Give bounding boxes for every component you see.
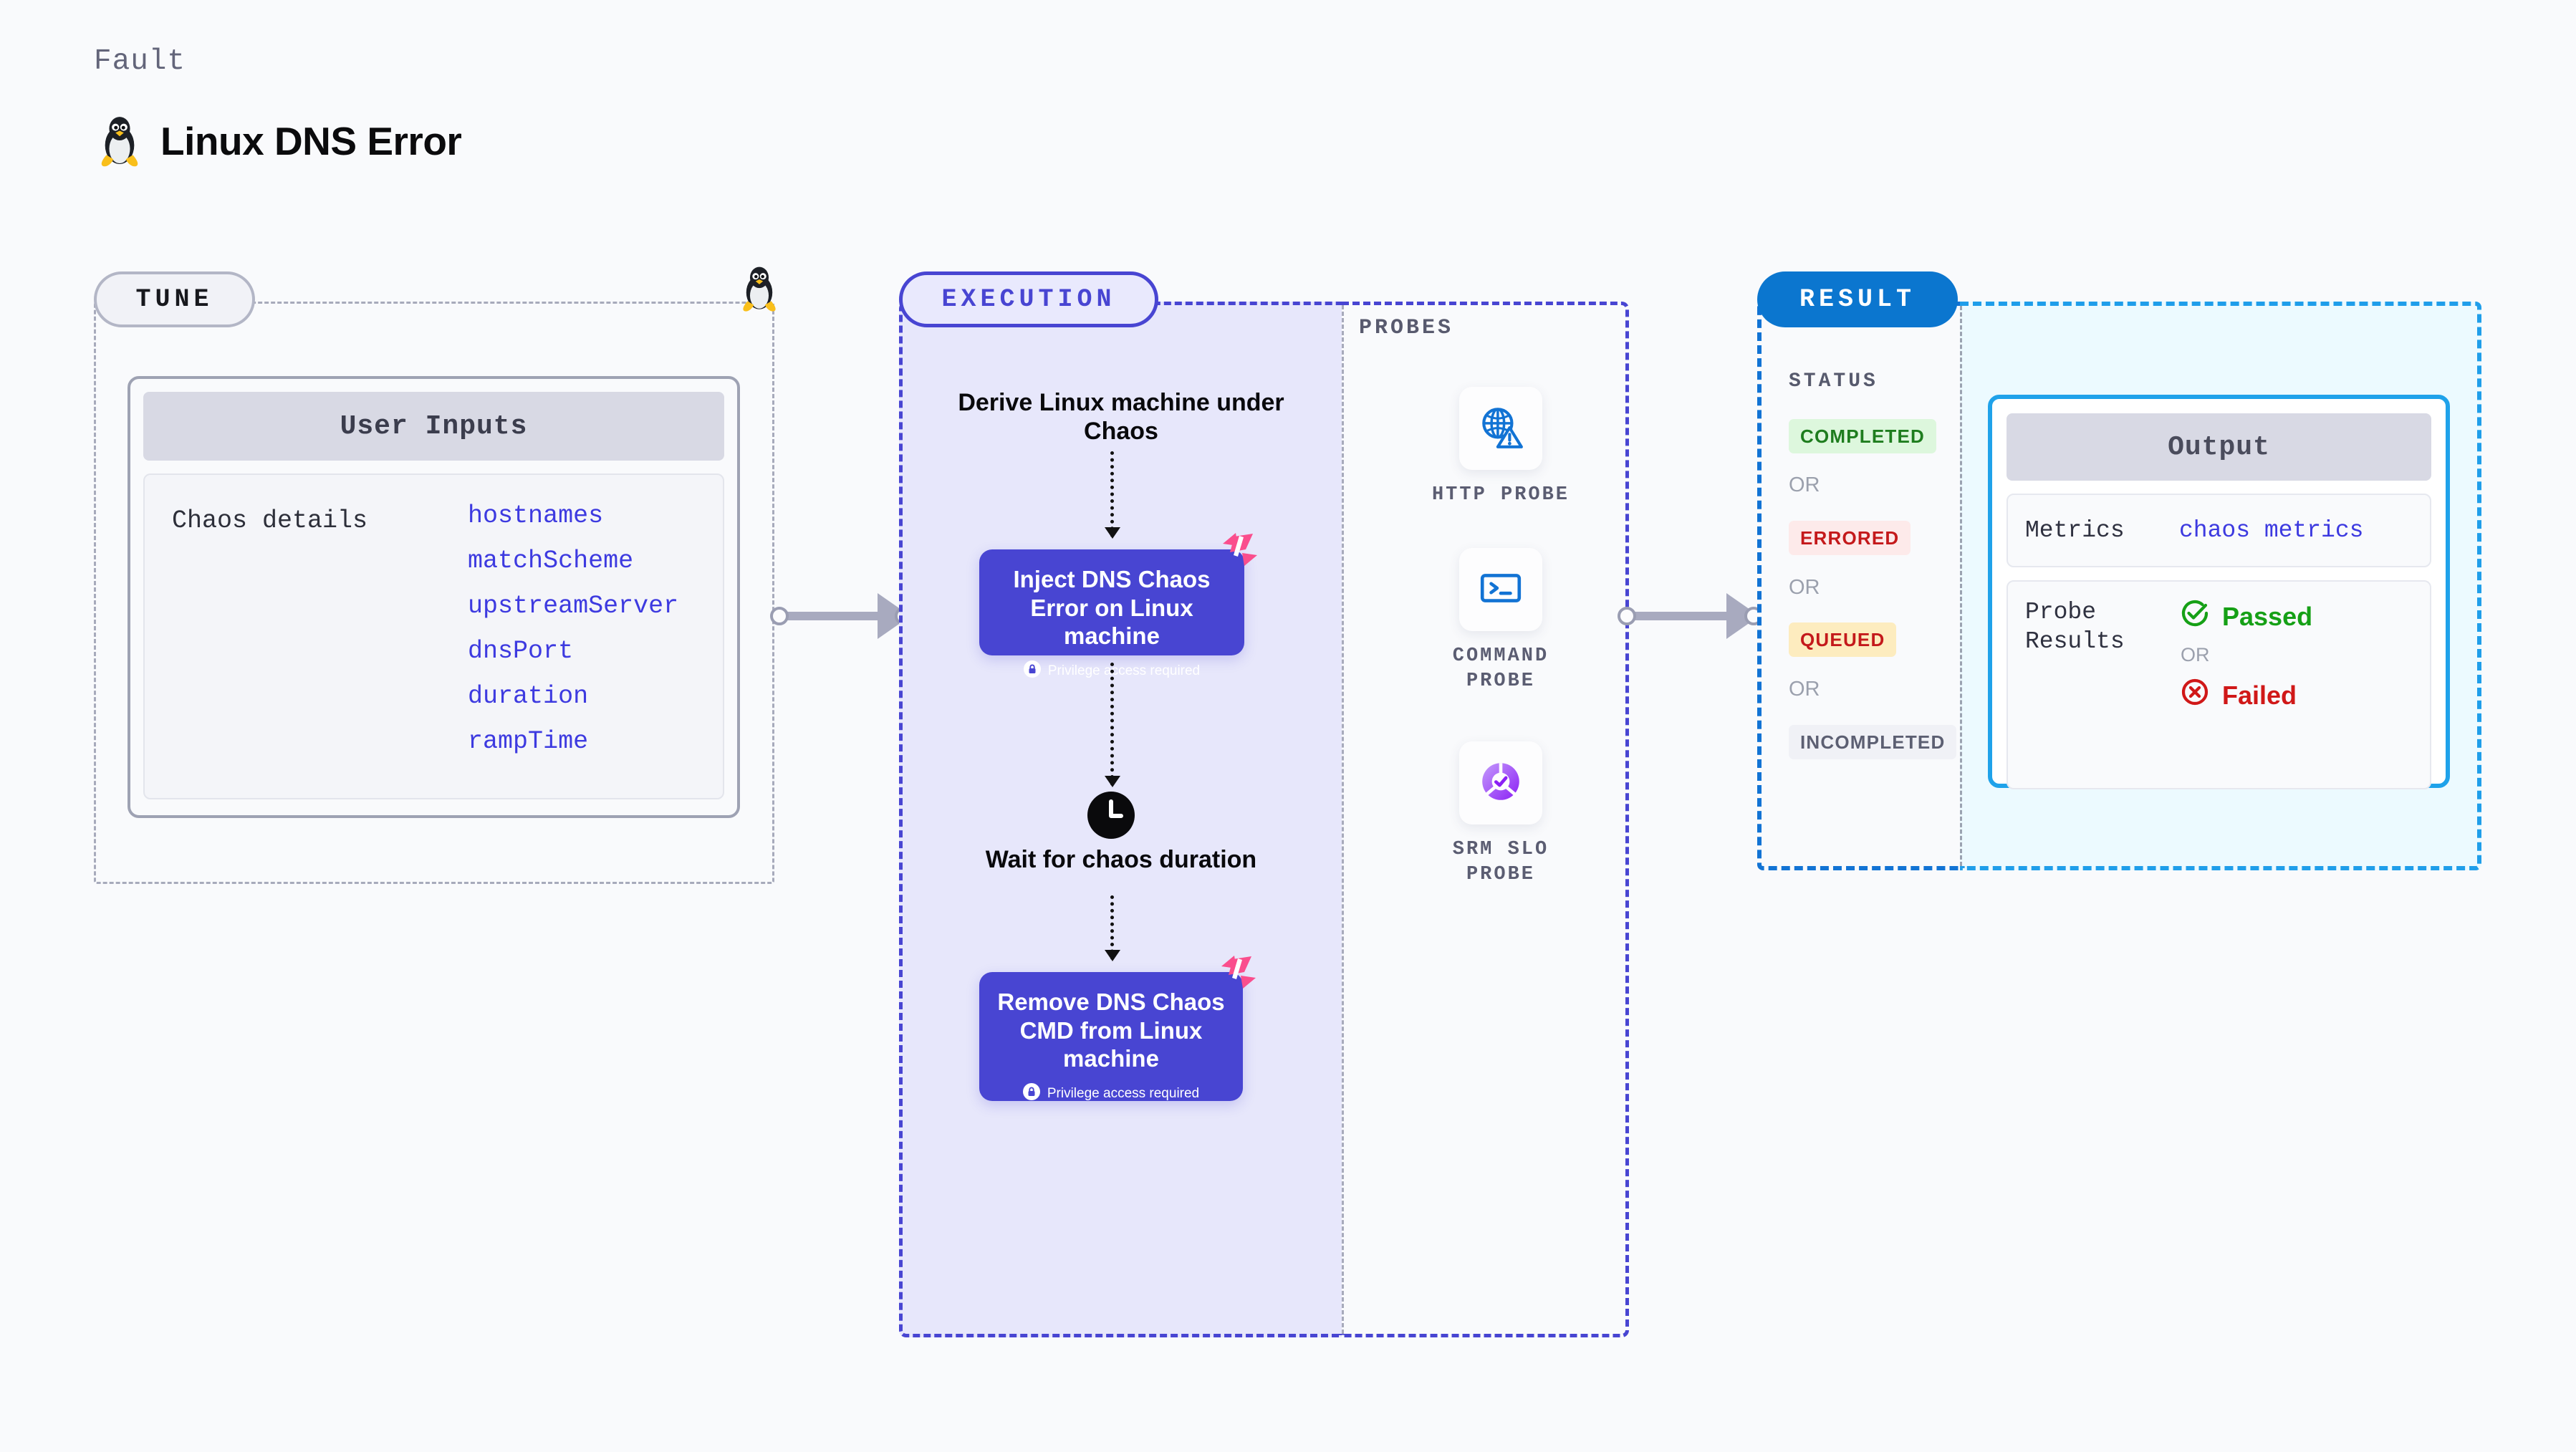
connector-tune-to-execution <box>770 580 913 652</box>
page-title: Linux DNS Error <box>160 119 462 163</box>
probe-item-http[interactable]: HTTP PROBE <box>1418 387 1583 508</box>
harness-logo-icon <box>1219 952 1259 992</box>
tune-stage-pill[interactable]: TUNE <box>94 271 255 327</box>
x-circle-icon <box>2179 676 2211 714</box>
probe-item-command[interactable]: COMMAND PROBE <box>1418 548 1583 694</box>
remove-chaos-privilege-note: Privilege access required <box>992 1082 1230 1105</box>
param-dnsport[interactable]: dnsPort <box>468 637 574 665</box>
output-metrics-key: Metrics <box>2025 516 2125 544</box>
page-title-row: Linux DNS Error <box>97 115 462 168</box>
status-badge-incompleted: INCOMPLETED <box>1789 725 1957 759</box>
status-badge-errored: ERRORED <box>1789 521 1911 555</box>
probes-divider <box>1342 305 1344 1334</box>
terminal-prompt-icon <box>1477 564 1524 615</box>
verdict-or: OR <box>2181 644 2210 665</box>
slo-donut-check-icon <box>1477 758 1524 809</box>
param-duration[interactable]: duration <box>468 682 589 711</box>
clock-icon <box>1085 789 1137 841</box>
flow-arrow-inject-to-wait <box>1105 663 1120 787</box>
output-probe-verdicts: Passed OR Failed <box>2179 597 2312 772</box>
result-divider <box>1960 306 1962 866</box>
status-or-1: OR <box>1789 473 1820 496</box>
user-inputs-card: User Inputs Chaos details hostnames matc… <box>128 376 740 818</box>
output-probe-results-key: Probe Results <box>2025 599 2125 655</box>
inject-chaos-privilege-text: Privilege access required <box>1047 663 1201 678</box>
chaos-details-box: Chaos details hostnames matchScheme upst… <box>143 473 724 799</box>
verdict-failed: Failed <box>2179 676 2312 714</box>
verdict-failed-label: Failed <box>2222 680 2297 710</box>
wait-step-label: Wait for chaos duration <box>985 846 1257 873</box>
param-matchscheme[interactable]: matchScheme <box>468 547 634 575</box>
check-circle-icon <box>2179 597 2211 635</box>
flow-arrow-derive-to-inject <box>1105 451 1120 539</box>
result-stage-pill[interactable]: RESULT <box>1757 271 1958 327</box>
param-ramptime[interactable]: rampTime <box>468 727 589 756</box>
probe-label-command: COMMAND PROBE <box>1452 645 1549 693</box>
derive-step-label: Derive Linux machine under Chaos <box>958 389 1284 446</box>
probe-label-srm-slo: SRM SLO PROBE <box>1452 839 1549 886</box>
linux-penguin-icon <box>97 115 142 168</box>
verdict-passed-label: Passed <box>2222 601 2313 631</box>
inject-chaos-step[interactable]: Inject DNS Chaos Error on Linux machine … <box>979 533 1257 678</box>
harness-logo-icon <box>1220 529 1260 569</box>
verdict-passed: Passed <box>2179 597 2312 635</box>
user-inputs-header: User Inputs <box>143 392 724 461</box>
status-or-2: OR <box>1789 576 1820 599</box>
output-row-probe-results: Probe Results Passed OR <box>2007 580 2431 789</box>
lock-icon <box>1022 1082 1040 1105</box>
probe-tile-srm-slo <box>1459 741 1542 824</box>
output-row-metrics: Metrics chaos metrics <box>2007 494 2431 567</box>
globe-warning-icon <box>1477 403 1524 454</box>
probe-item-srm-slo[interactable]: SRM SLO PROBE <box>1418 741 1583 888</box>
param-hostnames[interactable]: hostnames <box>468 501 604 530</box>
remove-chaos-title: Remove DNS Chaos CMD from Linux machine <box>997 989 1225 1072</box>
tune-linux-penguin-icon <box>739 265 779 312</box>
probes-section-label: PROBES <box>1359 316 1454 340</box>
result-panel <box>1757 302 1960 870</box>
inject-chaos-privilege-note: Privilege access required <box>992 660 1231 682</box>
output-card: Output Metrics chaos metrics Probe Resul… <box>1988 395 2450 789</box>
lock-icon <box>1023 660 1041 682</box>
status-badge-queued: QUEUED <box>1789 622 1897 657</box>
inject-chaos-title: Inject DNS Chaos Error on Linux machine <box>1013 566 1211 650</box>
flow-arrow-wait-to-remove <box>1105 895 1120 961</box>
connector-execution-to-result <box>1618 580 1764 652</box>
tune-panel <box>94 302 774 884</box>
probe-tile-command <box>1459 548 1542 631</box>
execution-stage-pill[interactable]: EXECUTION <box>899 271 1158 327</box>
status-or-3: OR <box>1789 678 1820 701</box>
probe-tile-http <box>1459 387 1542 470</box>
output-metrics-value[interactable]: chaos metrics <box>2179 517 2364 544</box>
remove-chaos-privilege-text: Privilege access required <box>1047 1085 1200 1101</box>
status-badge-completed: COMPLETED <box>1789 419 1937 453</box>
chaos-details-param-list: hostnames matchScheme upstreamServer dns… <box>468 504 678 798</box>
probe-label-http: HTTP PROBE <box>1431 484 1570 506</box>
chaos-details-label: Chaos details <box>172 506 368 535</box>
output-header: Output <box>2007 413 2431 481</box>
param-upstreamserver[interactable]: upstreamServer <box>468 592 679 620</box>
page-kicker: Fault <box>94 45 186 78</box>
remove-chaos-step[interactable]: Remove DNS Chaos CMD from Linux machine … <box>979 956 1256 1101</box>
status-section-label: STATUS <box>1789 370 1878 393</box>
